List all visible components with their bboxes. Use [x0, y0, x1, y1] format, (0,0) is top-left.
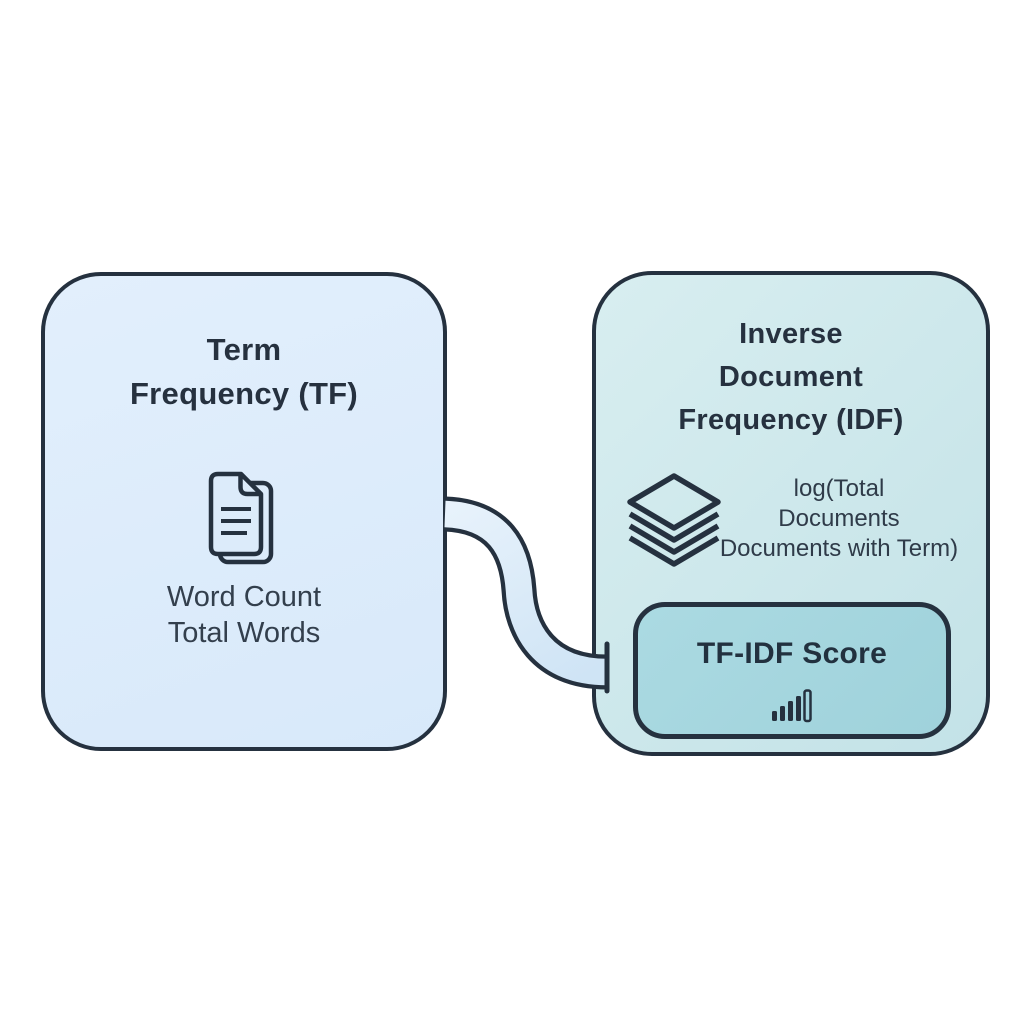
layers-icon	[624, 471, 724, 581]
bar-chart-icon	[768, 685, 816, 723]
inverse-document-frequency-box: Inverse Document Frequency (IDF) log(Tot…	[592, 271, 990, 756]
tf-idf-score-label: TF-IDF Score	[696, 637, 888, 670]
term-frequency-title: Term Frequency (TF)	[129, 332, 359, 411]
inverse-document-frequency-title: Inverse Document Frequency (IDF)	[678, 318, 904, 436]
document-icon	[203, 468, 283, 568]
tf-idf-score-box: TF-IDF Score	[633, 602, 951, 739]
term-frequency-formula: Word Count Total Words	[166, 581, 322, 649]
term-frequency-box: Term Frequency (TF) Word Count Total Wor…	[41, 272, 447, 751]
inverse-document-frequency-formula: log(Total Documents Documents with Term)	[719, 475, 959, 562]
